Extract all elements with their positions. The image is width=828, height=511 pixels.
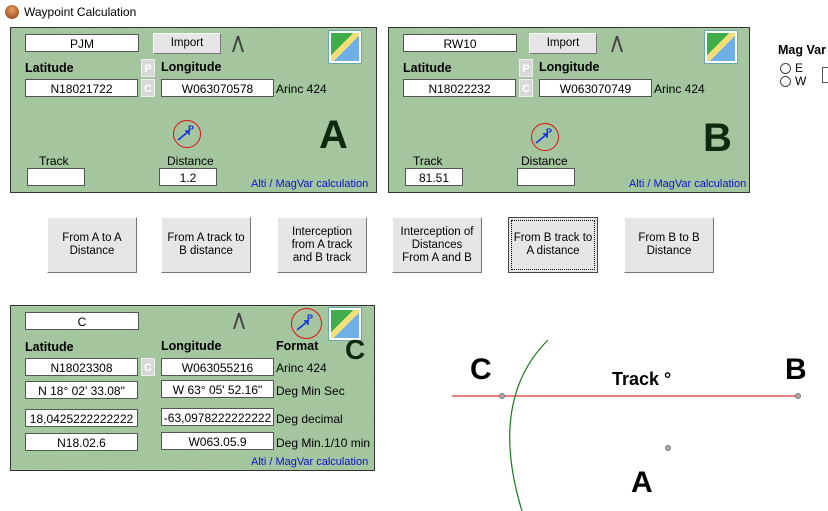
from-b-to-b-distance-button[interactable]: From B to B Distance xyxy=(624,217,714,273)
c-longitude-dm-input[interactable]: W063.05.9 xyxy=(161,432,274,450)
longitude-label: Longitude xyxy=(539,60,600,74)
c-longitude-decimal-input[interactable]: -63,0978222222222 xyxy=(161,408,274,426)
diagram-label-b: B xyxy=(785,353,807,386)
c-latitude-arinc-input[interactable]: N18023308 xyxy=(25,358,138,376)
format-row-label: Arinc 424 xyxy=(276,361,327,375)
waypoint-a-import-button[interactable]: Import xyxy=(153,33,221,54)
magvar-west-label: W xyxy=(795,74,807,88)
waypoint-a-distance-input[interactable]: 1.2 xyxy=(159,168,217,186)
c-button[interactable]: C xyxy=(141,79,155,97)
waypoint-b-import-button[interactable]: Import xyxy=(529,33,597,54)
from-a-track-to-b-distance-button[interactable]: From A track to B distance xyxy=(161,217,251,273)
c-button[interactable]: C xyxy=(141,358,155,376)
app-icon xyxy=(5,5,19,19)
radius-icon[interactable]: P xyxy=(173,120,201,148)
diagram-label-c: C xyxy=(470,353,492,386)
latitude-label: Latitude xyxy=(25,340,74,354)
waypoint-a-name-input[interactable]: PJM xyxy=(25,34,139,52)
waypoint-b-distance-input[interactable] xyxy=(517,168,575,186)
track-label: Track xyxy=(413,154,443,168)
format-label: Arinc 424 xyxy=(276,82,327,96)
map-search-icon[interactable] xyxy=(705,31,737,63)
waypoint-b-latitude-input[interactable]: N18022232 xyxy=(403,79,516,97)
point-a xyxy=(665,445,671,451)
map-search-icon[interactable] xyxy=(329,308,361,340)
map-search-icon[interactable] xyxy=(329,31,361,63)
c-longitude-dms-input[interactable]: W 63° 05' 52.16" xyxy=(161,380,274,398)
c-button[interactable]: C xyxy=(519,79,533,97)
longitude-label: Longitude xyxy=(161,60,222,74)
distance-arc xyxy=(509,339,549,511)
waypoint-b-letter: B xyxy=(703,116,732,160)
waypoint-b-track-input[interactable]: 81.51 xyxy=(405,168,463,186)
c-longitude-arinc-input[interactable]: W063055216 xyxy=(161,358,274,376)
point-c xyxy=(499,393,505,399)
waypoint-c-name-input[interactable]: C xyxy=(25,312,139,330)
track-degree-label: Track ° xyxy=(612,369,672,389)
waypoint-a-latitude-input[interactable]: N18021722 xyxy=(25,79,138,97)
compass-icon[interactable] xyxy=(611,35,623,53)
radio-icon xyxy=(780,62,791,74)
radio-icon xyxy=(780,75,791,87)
alti-magvar-link[interactable]: Alti / MagVar calculation xyxy=(251,456,369,468)
format-label: Format xyxy=(276,339,319,353)
p-button[interactable]: P xyxy=(519,59,533,77)
waypoint-c-letter: C xyxy=(345,334,366,365)
magvar-east-radio[interactable]: E xyxy=(780,61,803,75)
distance-label: Distance xyxy=(167,154,214,168)
title-bar: Waypoint Calculation xyxy=(0,0,828,24)
longitude-label: Longitude xyxy=(161,339,222,353)
c-latitude-decimal-input[interactable]: 18,0425222222222 xyxy=(25,409,138,427)
magvar-input[interactable] xyxy=(822,67,828,83)
waypoint-a-panel: PJM Import Latitude P Longitude N1802172… xyxy=(10,27,377,193)
alti-magvar-link[interactable]: Alti / MagVar calculation xyxy=(251,178,369,190)
radius-icon[interactable]: P xyxy=(291,308,322,339)
diagram-label-a: A xyxy=(631,466,653,499)
distance-label: Distance xyxy=(521,154,568,168)
point-b xyxy=(795,393,801,399)
interception-distances-a-b-button[interactable]: Interception of Distances From A and B xyxy=(392,217,482,273)
magvar-east-label: E xyxy=(795,61,804,75)
format-label: Arinc 424 xyxy=(654,82,705,96)
waypoint-a-track-input[interactable] xyxy=(27,168,85,186)
compass-icon[interactable] xyxy=(232,35,244,53)
compass-icon[interactable] xyxy=(233,312,245,330)
alti-magvar-link[interactable]: Alti / MagVar calculation xyxy=(629,178,747,190)
latitude-label: Latitude xyxy=(403,61,452,75)
magvar-west-radio[interactable]: W xyxy=(780,74,806,88)
waypoint-b-name-input[interactable]: RW10 xyxy=(403,34,517,52)
c-latitude-dm-input[interactable]: N18.02.6 xyxy=(25,433,138,451)
format-row-label: Deg decimal xyxy=(276,412,343,426)
waypoint-a-longitude-input[interactable]: W063070578 xyxy=(161,79,274,97)
waypoint-b-panel: RW10 Import Latitude P Longitude N180222… xyxy=(388,27,750,193)
format-row-label: Deg Min.1/10 min xyxy=(276,436,371,450)
latitude-label: Latitude xyxy=(25,61,74,75)
from-b-track-to-a-distance-button[interactable]: From B track to A distance xyxy=(508,217,598,273)
track-label: Track xyxy=(39,154,69,168)
p-button[interactable]: P xyxy=(141,59,155,77)
magvar-label: Mag Var xyxy=(778,43,826,57)
waypoint-a-letter: A xyxy=(319,113,348,157)
window-title: Waypoint Calculation xyxy=(24,5,137,19)
format-row-label: Deg Min Sec xyxy=(276,384,345,398)
c-latitude-dms-input[interactable]: N 18° 02' 33.08" xyxy=(25,381,138,399)
interception-a-track-b-track-button[interactable]: Interception from A track and B track xyxy=(277,217,367,273)
waypoint-b-longitude-input[interactable]: W063070749 xyxy=(539,79,652,97)
radius-icon[interactable]: P xyxy=(531,123,559,151)
waypoint-c-panel: C P Latitude Longitude Format C C N18023… xyxy=(10,305,375,471)
from-a-to-a-distance-button[interactable]: From A to A Distance xyxy=(47,217,137,273)
